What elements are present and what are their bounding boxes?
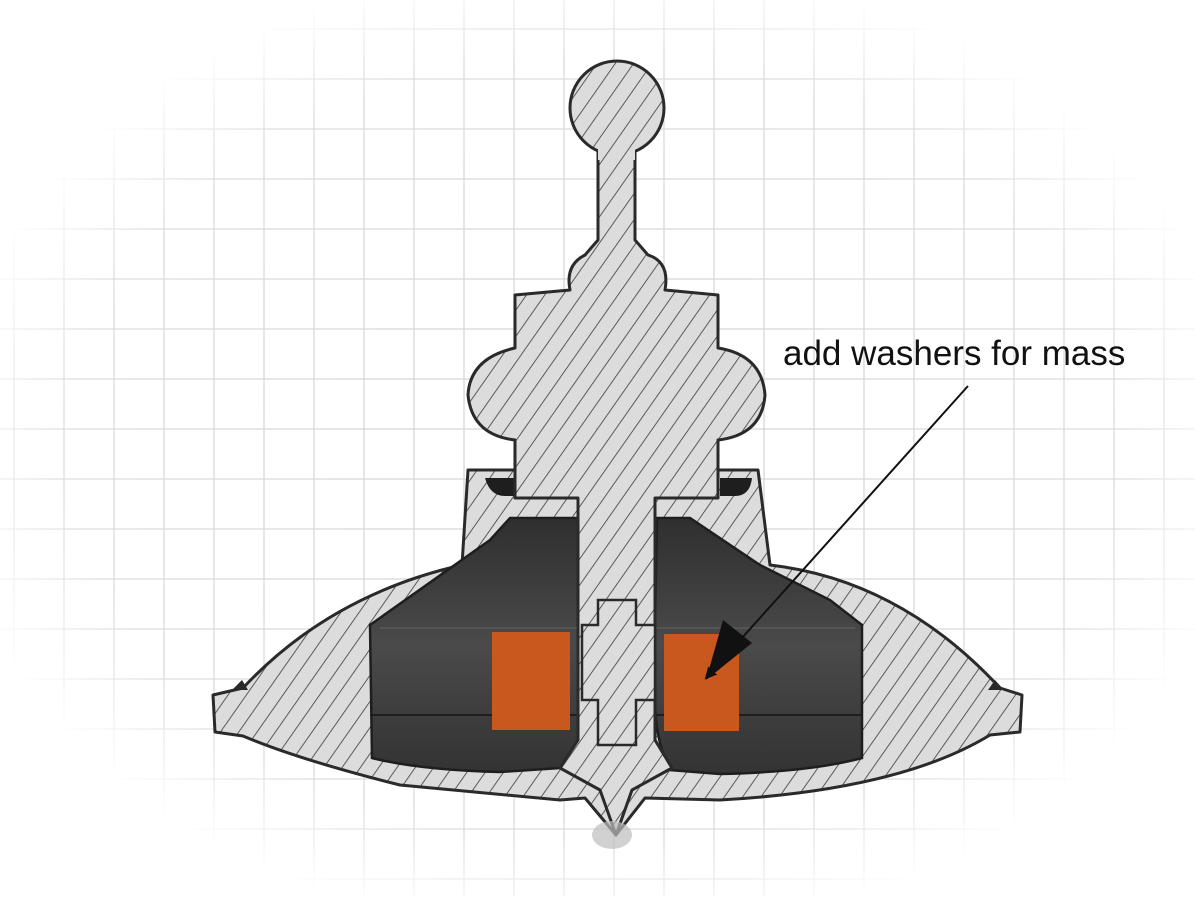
annotation-label: add washers for mass xyxy=(783,334,1126,373)
left-top-notch xyxy=(485,478,515,496)
cross-joint xyxy=(580,598,657,747)
right-top-notch xyxy=(720,478,752,496)
top-knob xyxy=(568,59,666,157)
knob-neck xyxy=(598,148,635,160)
arrowhead-shape xyxy=(706,620,752,680)
central-stem xyxy=(466,148,767,837)
left-rim-tab xyxy=(232,680,248,690)
arrow-pointer-icon xyxy=(704,385,969,680)
left-washer xyxy=(492,632,570,730)
right-rim-tab xyxy=(988,680,1004,690)
tip-shadow xyxy=(592,821,632,849)
